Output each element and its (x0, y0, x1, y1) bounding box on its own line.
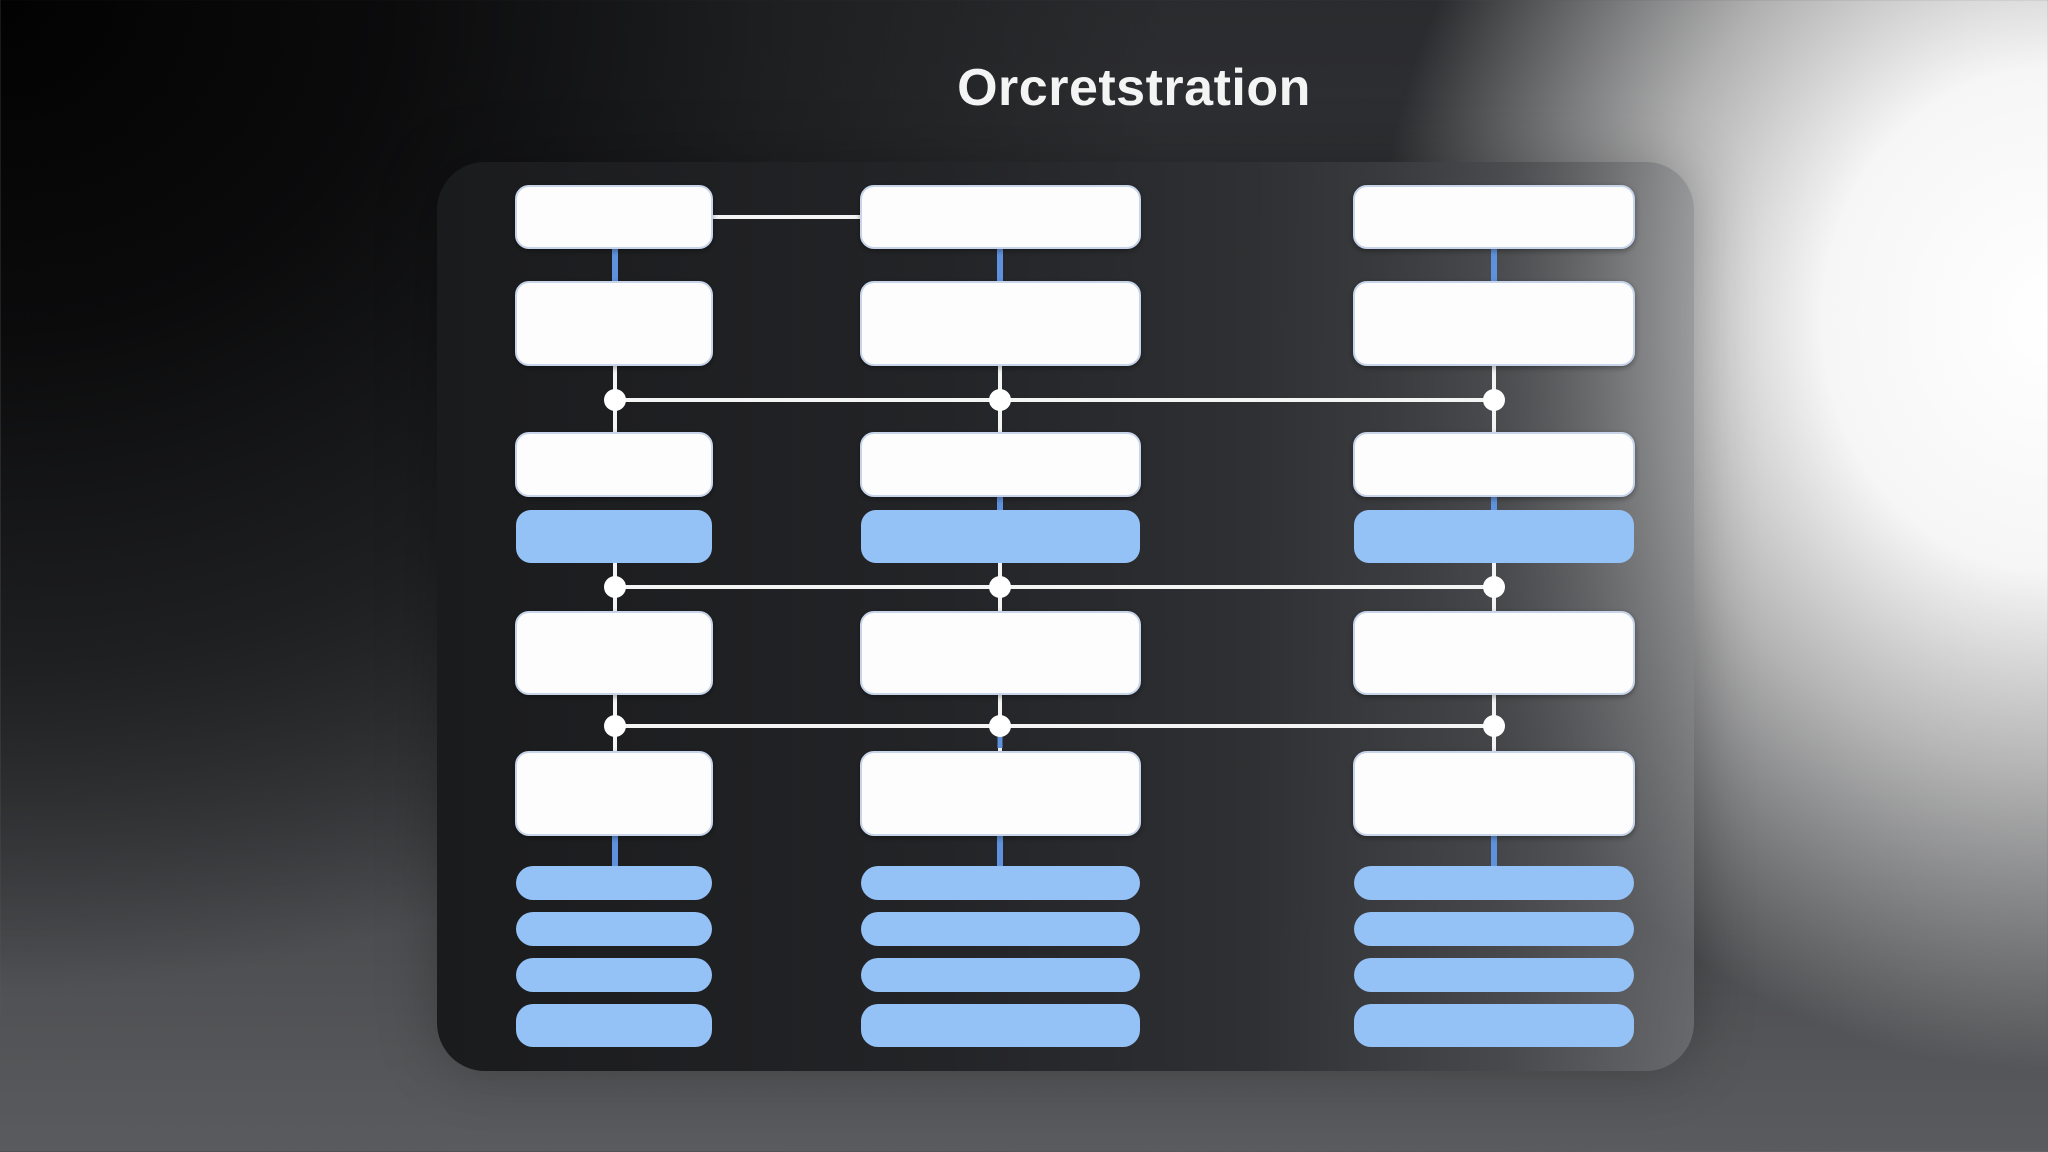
junctions (604, 389, 1505, 737)
blue-list (516, 866, 1634, 1047)
junction-dot (604, 389, 626, 411)
junction-dot (1483, 389, 1505, 411)
junction-dot (1483, 715, 1505, 737)
node-c3-r4 (1353, 611, 1635, 695)
diagram-title: Orcretstration (957, 59, 1311, 117)
node-c1-r5 (515, 751, 713, 836)
node-c3-r5 (1353, 751, 1635, 836)
junction-dot (989, 715, 1011, 737)
list-item-c3-3 (1354, 958, 1634, 992)
list-item-c3-4 (1354, 1004, 1634, 1047)
blue-bars (516, 510, 1634, 563)
list-item-c2-4 (861, 1004, 1140, 1047)
node-c2-r3 (860, 432, 1141, 497)
blue-bar-c3 (1354, 510, 1634, 563)
junction-dot (1483, 576, 1505, 598)
junction-dot (989, 389, 1011, 411)
list-item-c3-2 (1354, 912, 1634, 946)
list-item-c1-3 (516, 958, 712, 992)
blue-bar-c2 (861, 510, 1140, 563)
node-c1-r3 (515, 432, 713, 497)
list-item-c1-1 (516, 866, 712, 900)
list-item-c1-2 (516, 912, 712, 946)
nodes (515, 185, 1635, 836)
list-item-c2-3 (861, 958, 1140, 992)
list-item-c1-4 (516, 1004, 712, 1047)
node-c1-r4 (515, 611, 713, 695)
node-c2-r4 (860, 611, 1141, 695)
node-c2-r2 (860, 281, 1141, 366)
list-item-c2-1 (861, 866, 1140, 900)
node-c3-r2 (1353, 281, 1635, 366)
node-c2-r5 (860, 751, 1141, 836)
list-item-c3-1 (1354, 866, 1634, 900)
node-c3-r3 (1353, 432, 1635, 497)
list-item-c2-2 (861, 912, 1140, 946)
node-c3-r1 (1353, 185, 1635, 249)
junction-dot (989, 576, 1011, 598)
node-c1-r2 (515, 281, 713, 366)
junction-dot (604, 715, 626, 737)
junction-dot (604, 576, 626, 598)
node-c1-r1 (515, 185, 713, 249)
blue-bar-c1 (516, 510, 712, 563)
node-c2-r1 (860, 185, 1141, 249)
